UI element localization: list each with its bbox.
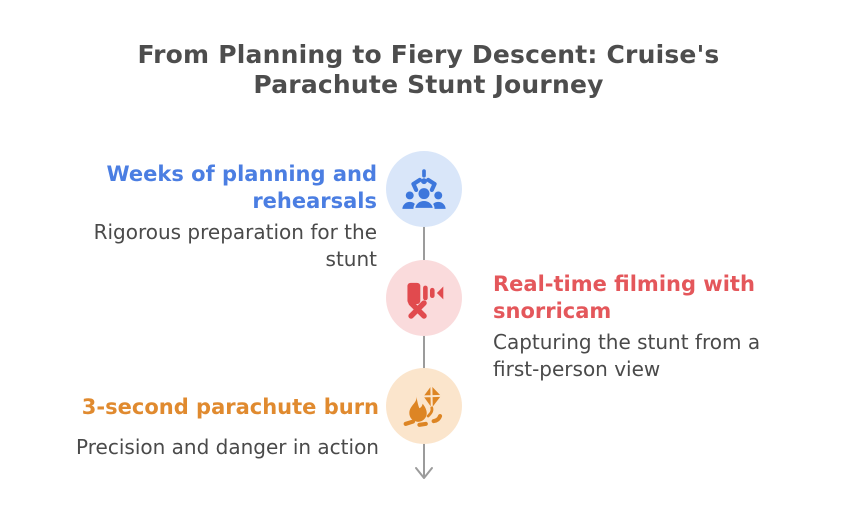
- step-filming-title: Real-time filming with snorricam: [493, 272, 755, 323]
- video-camera-x-icon: [407, 282, 444, 319]
- step-parachute-burn-description: Precision and danger in action: [76, 435, 379, 459]
- step-filming: Real-time filming with snorricam Capturi…: [493, 271, 821, 383]
- step-filming-description: Capturing the stunt from a first-person …: [493, 330, 761, 381]
- step-parachute-burn-title: 3-second parachute burn: [81, 395, 379, 419]
- step-parachute-burn-node: [386, 368, 462, 444]
- step-planning-node: [386, 151, 462, 227]
- step-parachute-burn: 3-second parachute burn Precision and da…: [20, 394, 379, 461]
- campfire-kite-icon: [403, 385, 443, 427]
- step-planning-description: Rigorous preparation for the stunt: [93, 220, 377, 271]
- team-planning-icon: [402, 168, 446, 210]
- arrow-down-icon: [415, 467, 433, 479]
- page-title: From Planning to Fiery Descent: Cruise's…: [137, 40, 720, 99]
- step-filming-node: [386, 260, 462, 336]
- step-planning: Weeks of planning and rehearsals Rigorou…: [30, 161, 377, 273]
- step-planning-title: Weeks of planning and rehearsals: [106, 162, 378, 213]
